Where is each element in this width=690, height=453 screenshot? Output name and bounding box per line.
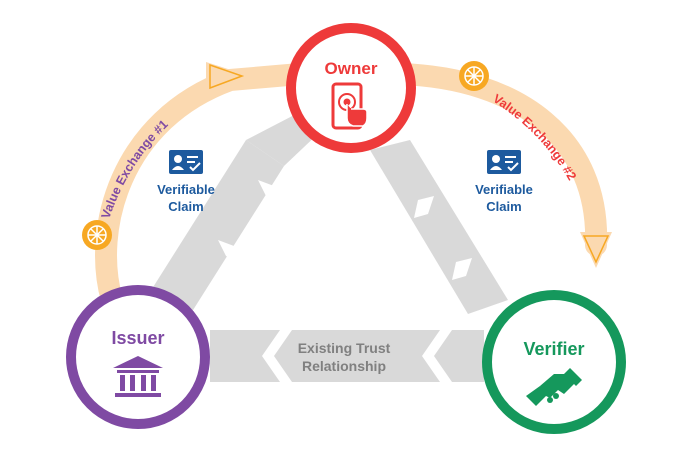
owner-to-verifier-arrow <box>370 140 508 314</box>
claim-line-2: Claim <box>168 199 203 214</box>
coin-icon <box>459 61 489 91</box>
owner-label: Owner <box>325 59 378 78</box>
handshake-icon <box>526 368 582 406</box>
id-card-check-icon <box>487 150 521 174</box>
claim-line-1: Verifiable <box>157 182 215 197</box>
claim-line-1: Verifiable <box>475 182 533 197</box>
verifiable-claim-right: Verifiable Claim <box>475 150 533 214</box>
existing-trust-label: Existing Trust Relationship <box>298 340 391 374</box>
value-exchange-arc-left <box>95 62 311 311</box>
value-exchange-label-left: Value Exchange #1 <box>99 117 171 220</box>
claim-line-2: Claim <box>486 199 521 214</box>
verifier-node: Verifier <box>482 290 626 434</box>
verifier-label: Verifier <box>523 339 584 359</box>
issuer-to-owner-arrow <box>150 112 322 318</box>
arrow-chevrons <box>218 180 472 382</box>
coin-icon <box>82 220 112 250</box>
value-exchange-arc-right <box>389 63 612 268</box>
issuer-node: Issuer <box>66 285 210 429</box>
touch-phone-icon <box>331 82 368 130</box>
issuer-label: Issuer <box>111 328 164 348</box>
bank-building-icon <box>113 356 163 397</box>
trust-line-2: Relationship <box>302 358 386 374</box>
owner-node: Owner <box>286 23 416 153</box>
trust-line-1: Existing Trust <box>298 340 391 356</box>
id-card-check-icon <box>169 150 203 174</box>
verifiable-claim-left: Verifiable Claim <box>157 150 215 214</box>
